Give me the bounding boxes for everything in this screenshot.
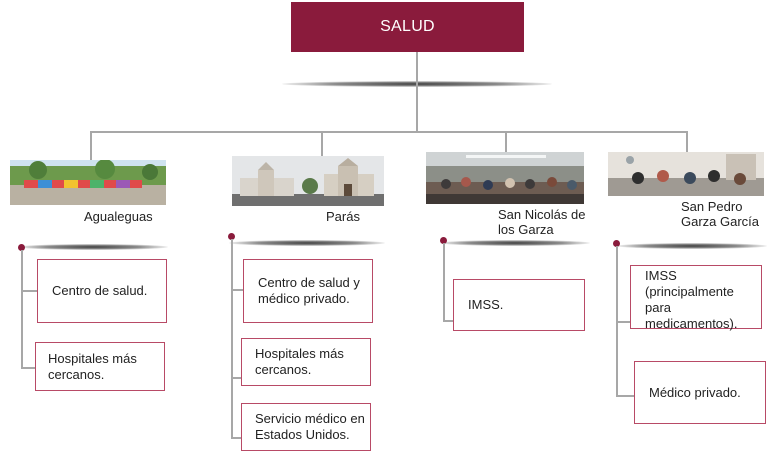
item-box: Hospitales más cercanos. — [35, 342, 165, 391]
branch-shadow — [18, 244, 168, 250]
trunk-line — [416, 52, 418, 132]
branch-dot — [440, 237, 447, 244]
item-connector-h — [616, 395, 634, 397]
branch-drop-3 — [505, 131, 507, 153]
item-connector-h — [443, 320, 453, 322]
branch-name: Parás — [326, 209, 360, 224]
photo-agualeguas — [10, 160, 166, 205]
item-box: Médico privado. — [634, 361, 766, 424]
branch-shadow — [440, 240, 590, 246]
item-connector — [231, 239, 233, 438]
item-connector-h — [21, 290, 37, 292]
item-text: Hospitales más cercanos. — [255, 346, 344, 377]
branch-shadow — [229, 240, 385, 246]
branch-dot — [18, 244, 25, 251]
item-text: Centro de salud y médico privado. — [258, 275, 360, 306]
photo-paras — [232, 156, 384, 206]
title-box: SALUD — [291, 2, 524, 52]
item-box: Servicio médico en Estados Unidos. — [241, 403, 371, 451]
item-text: Servicio médico en Estados Unidos. — [255, 411, 365, 442]
branch-name: Agualeguas — [84, 209, 153, 224]
item-box: Centro de salud. — [37, 259, 167, 323]
item-connector-h — [231, 289, 243, 291]
branch-line — [90, 131, 688, 133]
branch-name: San Pedro Garza García — [681, 199, 760, 229]
branch-dot — [228, 233, 235, 240]
item-connector-h — [616, 321, 630, 323]
branch-dot — [613, 240, 620, 247]
item-connector-h — [21, 367, 35, 369]
item-box: IMSS. — [453, 279, 585, 331]
item-text: IMSS. — [468, 297, 504, 312]
item-text: Hospitales más cercanos. — [48, 350, 137, 382]
branch-shadow — [617, 243, 767, 249]
photo-san-pedro — [608, 152, 764, 196]
branch-drop-2 — [321, 131, 323, 157]
photo-san-nicolas — [426, 152, 584, 204]
item-connector — [443, 243, 445, 321]
item-text: Centro de salud. — [52, 283, 148, 298]
item-text: Médico privado. — [649, 384, 741, 400]
item-connector — [21, 250, 23, 368]
item-text: IMSS (principalmente para medicamentos). — [645, 268, 738, 331]
item-box: IMSS (principalmente para medicamentos). — [630, 265, 762, 331]
branch-drop-4 — [686, 131, 688, 153]
item-connector-h — [231, 377, 241, 379]
branch-name: San Nicolás de los Garza — [498, 207, 586, 237]
item-box: Centro de salud y médico privado. — [243, 259, 373, 323]
item-box: Hospitales más cercanos. — [241, 338, 371, 386]
item-connector-h — [231, 437, 241, 439]
title-text: SALUD — [380, 18, 435, 35]
branch-drop-1 — [90, 131, 92, 161]
